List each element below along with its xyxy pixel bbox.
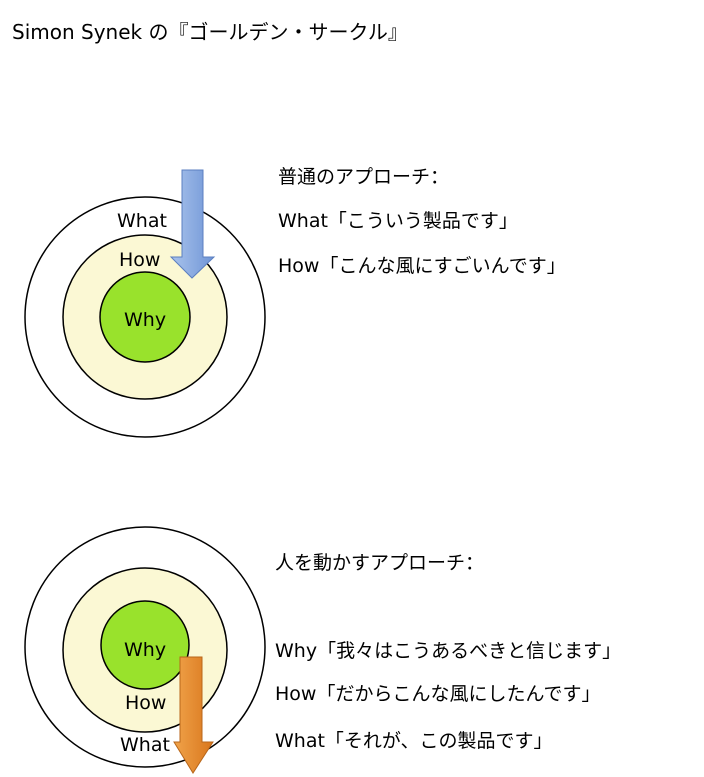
- inner-circle-why: [100, 600, 190, 690]
- bottom-line-why: Why「我々はこうあるべきと信じます」: [275, 640, 622, 662]
- top-line-what: What「こういう製品です」: [278, 210, 518, 232]
- arrow-down-icon: [169, 169, 216, 279]
- top-line-how: How「こんな風にすごいんです」: [278, 255, 566, 277]
- bottom-line-how: How「だからこんな風にしたんです」: [275, 683, 601, 705]
- bottom-heading: 人を動かすアプローチ：: [275, 552, 485, 574]
- label-what: What: [117, 210, 167, 232]
- page-title: Simon Synek の『ゴールデン・サークル』: [12, 20, 408, 44]
- top-golden-circle: What How Why: [24, 169, 266, 438]
- label-how: How: [119, 249, 160, 271]
- inner-circle-why: [99, 271, 191, 363]
- top-heading: 普通のアプローチ：: [278, 166, 450, 188]
- bottom-line-what: What「それが、この製品です」: [275, 730, 553, 752]
- label-what: What: [120, 734, 170, 756]
- label-how: How: [125, 692, 166, 714]
- arrow-down-icon: [173, 656, 214, 774]
- label-why: Why: [124, 309, 166, 331]
- bottom-golden-circle: Why How What: [24, 526, 266, 774]
- label-why: Why: [124, 639, 166, 661]
